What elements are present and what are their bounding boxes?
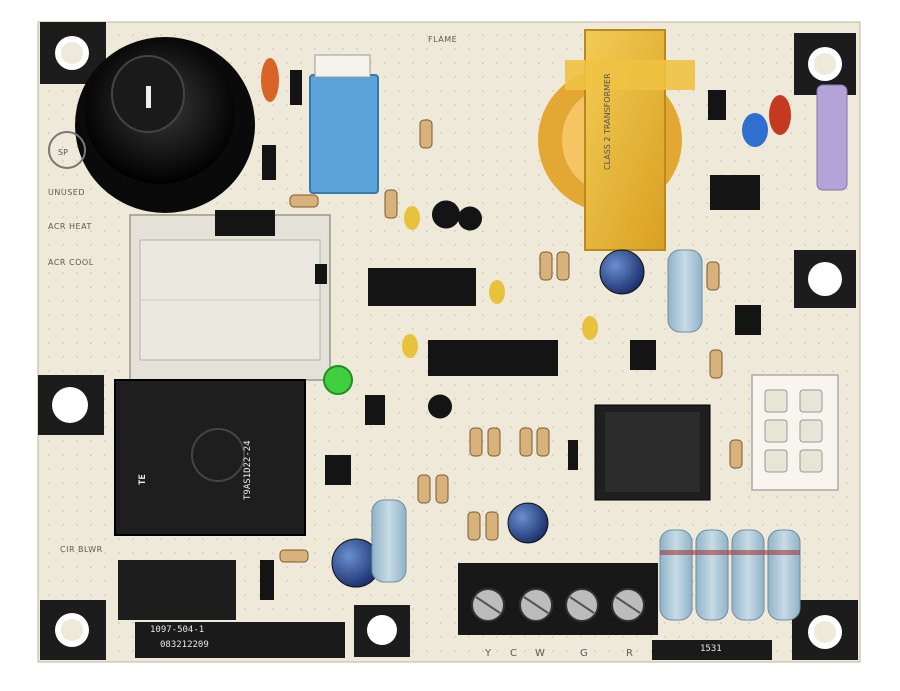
- small-relay-right: [594, 404, 711, 501]
- mount-pad-mid-right: [794, 250, 856, 308]
- unused-label: UNUSED: [48, 188, 85, 197]
- axial-resistors: [279, 119, 743, 563]
- mount-pad-bottom-center: [354, 605, 410, 657]
- part-number-label: 1097-504-1: [150, 625, 205, 635]
- green-led: [323, 365, 353, 395]
- cool-label: ACR COOL: [48, 258, 94, 267]
- terminal-label-y: Y: [485, 648, 492, 659]
- transformer: CLASS 2 TRANSFORMER: [538, 29, 695, 251]
- electrolytic-cap-1: [599, 249, 645, 295]
- terminal-label-g: G: [580, 648, 589, 659]
- csa-mark: SP: [48, 131, 86, 169]
- relay-model: T9AS1D22-24: [243, 440, 253, 500]
- svg-text:CLASS 2 TRANSFORMER: CLASS 2 TRANSFORMER: [603, 73, 612, 170]
- te-relay: TE T9AS1D22-24: [114, 379, 306, 536]
- six-pin-connector: [751, 374, 839, 491]
- serial-label: 083212209: [160, 640, 209, 650]
- power-resistors: [371, 249, 801, 621]
- code-label: 1531: [700, 644, 722, 654]
- blue-tantalum-cap: [742, 113, 768, 147]
- small-black-relay: [118, 560, 236, 620]
- part-number-strip: [135, 622, 345, 658]
- terminal-label-r: R: [626, 648, 634, 659]
- terminal-label-c: C: [510, 648, 518, 659]
- flame-label: FLAME: [428, 35, 458, 44]
- ic-chip-1: [368, 268, 476, 306]
- relay-brand: TE: [138, 474, 148, 485]
- circ-blwr-label: CIR BLWR: [60, 545, 103, 554]
- terminal-label-w: W: [535, 648, 546, 659]
- csa-mark-text: SP: [58, 148, 68, 157]
- purple-fuse: [816, 84, 848, 191]
- mount-pad-bottom-right: [792, 600, 858, 660]
- red-cap: [769, 95, 791, 135]
- ic-chip-2: [428, 340, 558, 376]
- code-strip: [652, 640, 772, 660]
- yellow-caps: [402, 206, 598, 358]
- transistors: [215, 70, 761, 600]
- mount-pad-top-left: [40, 22, 106, 84]
- mount-pad-mid-left: [38, 375, 104, 435]
- blue-box-capacitor: [309, 74, 379, 194]
- mount-pad-bottom-left: [40, 600, 106, 660]
- orange-cap-top: [261, 58, 279, 102]
- electrolytic-cap-2: [507, 502, 549, 544]
- heat-label: ACR HEAT: [48, 222, 92, 231]
- black-knob: [75, 37, 255, 213]
- terminal-block: [458, 563, 658, 635]
- metal-shield-area: [129, 210, 331, 381]
